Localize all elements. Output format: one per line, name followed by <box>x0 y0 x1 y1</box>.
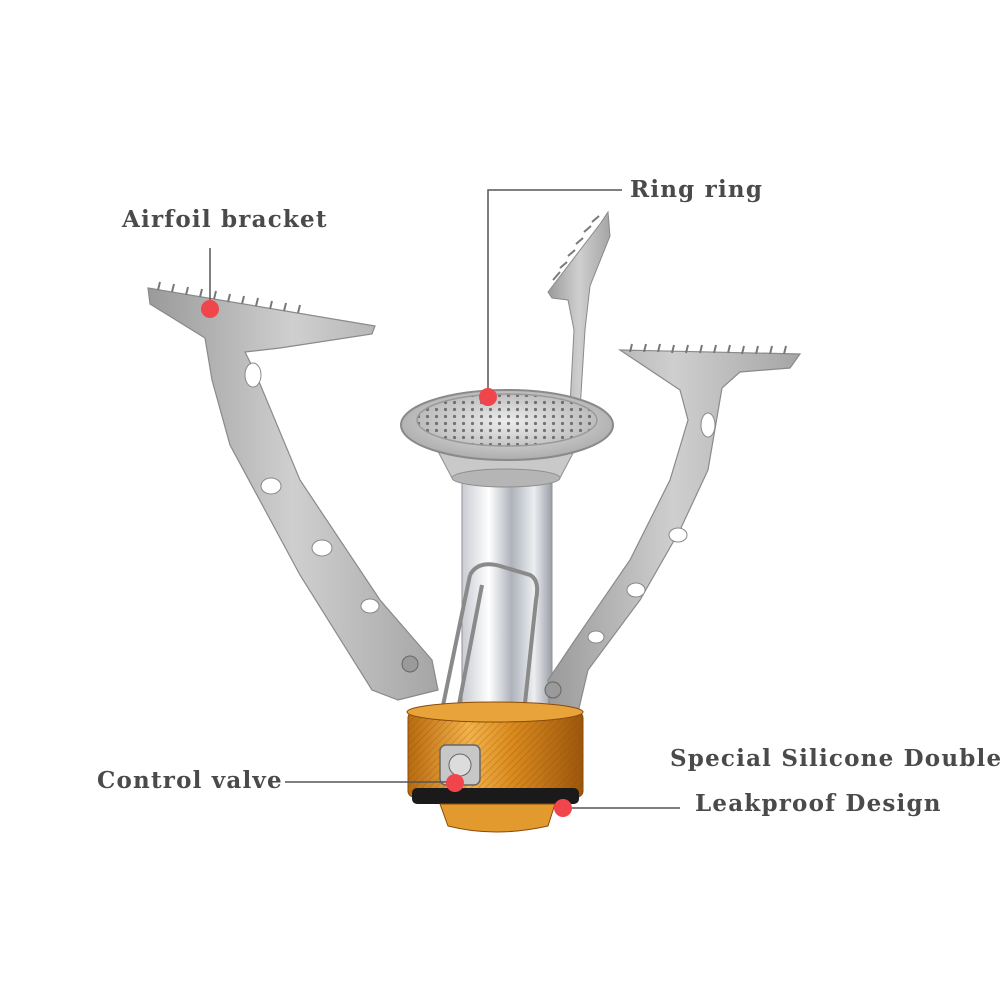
marker-dots <box>201 300 572 817</box>
left-support-arm <box>147 281 439 701</box>
leader-lines <box>209 189 680 809</box>
marker-dot-control <box>446 774 464 792</box>
label-control-valve: Control valve <box>97 767 283 794</box>
label-silicone-line2: Leakproof Design <box>695 790 942 817</box>
label-ring-ring: Ring ring <box>630 176 764 203</box>
burner-plate <box>400 389 614 461</box>
right-support-arm <box>544 343 802 726</box>
marker-dot-silicone <box>554 799 572 817</box>
marker-dot-airfoil <box>201 300 219 318</box>
label-airfoil-bracket: Airfoil bracket <box>122 206 328 233</box>
back-support-arm <box>547 210 611 422</box>
label-silicone-line1: Special Silicone Double <box>670 745 1000 772</box>
marker-dot-ring <box>479 388 497 406</box>
control-valve-knob <box>439 744 481 786</box>
